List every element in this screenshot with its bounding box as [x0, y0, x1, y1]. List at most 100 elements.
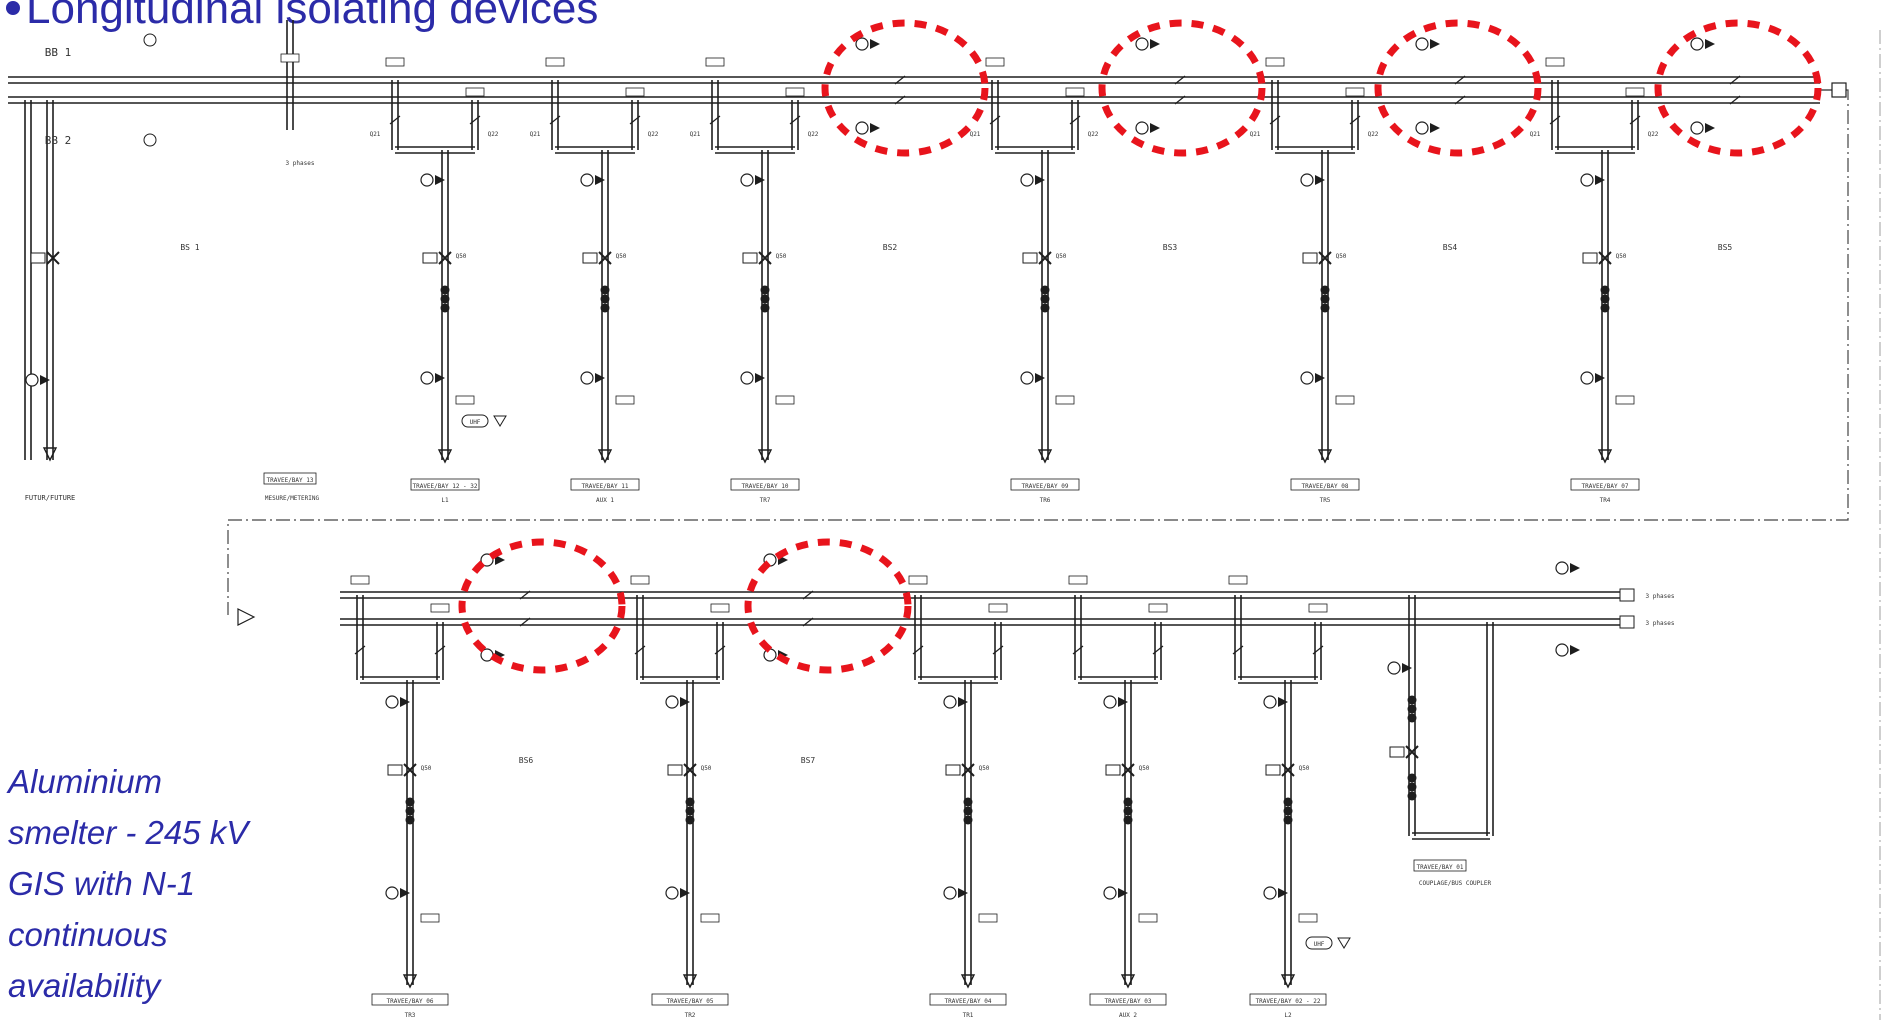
circuit-breaker-icon: [758, 251, 772, 265]
current-transformer-icon: [1040, 285, 1050, 295]
bay-label-box: [1010, 478, 1080, 491]
earth-switch-icon: [1705, 39, 1715, 49]
disconnector-icon: [1549, 115, 1561, 125]
earth-switch-icon: [943, 695, 957, 709]
device-tag: [625, 87, 645, 97]
disconnector-icon: [992, 645, 1004, 655]
bay-label: TRAVEE/BAY 12 - 32: [412, 483, 477, 490]
current-transformer-icon: [1283, 806, 1293, 816]
disconnector-icon: [434, 645, 446, 655]
current-transformer-icon: [1123, 806, 1133, 816]
future-label: FUTUR/FUTURE: [25, 494, 76, 502]
cable-end-icon: [1597, 449, 1613, 464]
section-label: BS3: [1163, 243, 1178, 252]
earth-switch-icon: [1118, 888, 1128, 898]
earth-switch-icon: [1278, 697, 1288, 707]
earth-switch-icon: [740, 173, 754, 187]
device-tag: [1582, 252, 1598, 264]
earth-switch-icon: [870, 123, 880, 133]
diagram-wires: [8, 20, 1881, 1020]
device-tag: [1265, 764, 1281, 776]
current-transformer-icon: [1407, 713, 1417, 723]
bay-label-box: [1249, 993, 1327, 1006]
bay-label-box: [1570, 478, 1640, 491]
device-label: Q50: [456, 253, 467, 260]
section-label: BS 1: [180, 243, 199, 252]
highlight-circles: [458, 19, 1822, 674]
device-tag: [1148, 603, 1168, 613]
cable-end-icon: [1037, 449, 1053, 464]
current-transformer-icon: [600, 285, 610, 295]
earth-switch-icon: [1300, 371, 1314, 385]
current-transformer-icon: [405, 815, 415, 825]
bay-label-box: [730, 478, 800, 491]
current-transformer-icon: [440, 303, 450, 313]
bay-name: TR2: [685, 1012, 696, 1019]
device-tag: [1335, 395, 1355, 405]
disconnector-icon: [714, 645, 726, 655]
busbar-end-icon: [1619, 588, 1635, 602]
bay-label-box: [371, 993, 449, 1006]
current-transformer-icon: [685, 797, 695, 807]
cable-end-icon: [1280, 974, 1296, 989]
cable-end-icon: [1120, 974, 1136, 989]
busbar-continuation-arrow-icon: [237, 608, 256, 626]
earth-switch-icon: [665, 695, 679, 709]
current-transformer-icon: [1407, 791, 1417, 801]
device-tag: [667, 764, 683, 776]
earth-switch-icon: [1020, 173, 1034, 187]
earth-switch-icon: [1035, 175, 1045, 185]
bay-label: TRAVEE/BAY 06: [387, 998, 434, 1005]
device-tag: [387, 764, 403, 776]
cable-end-icon: [402, 974, 418, 989]
earth-switch-icon: [400, 888, 410, 898]
device-tag: [1055, 395, 1075, 405]
current-transformer-icon: [685, 815, 695, 825]
section-label: BS2: [883, 243, 898, 252]
disconnector-icon: [549, 115, 561, 125]
disconnector-icon: [789, 115, 801, 125]
device-tag: [630, 575, 650, 585]
device-tag: [742, 252, 758, 264]
earth-switch-icon: [480, 553, 494, 567]
earth-switch-icon: [1150, 39, 1160, 49]
bay-label: TRAVEE/BAY 03: [1105, 998, 1152, 1005]
earth-switch-icon: [1135, 37, 1149, 51]
disconnector-icon: [519, 590, 531, 600]
earth-switch-icon: [1595, 175, 1605, 185]
earth-switch-icon: [1135, 121, 1149, 135]
earth-switch-icon: [595, 175, 605, 185]
cable-end-icon: [682, 974, 698, 989]
bay-label-box: [1290, 478, 1360, 491]
circuit-breaker-icon: [1318, 251, 1332, 265]
earth-switch-icon: [1555, 643, 1569, 657]
disconnector-icon: [912, 645, 924, 655]
bay-name: AUX 2: [1119, 1012, 1137, 1019]
current-transformer-icon: [1040, 303, 1050, 313]
disconnector-icon: [354, 645, 366, 655]
earth-switch-icon: [420, 173, 434, 187]
current-transformer-icon: [1123, 797, 1133, 807]
circuit-breaker-icon: [961, 763, 975, 777]
earth-switch-icon: [1150, 123, 1160, 133]
uhf-label: UHF: [1314, 941, 1325, 948]
earth-switch-icon: [680, 888, 690, 898]
device-tag: [1065, 87, 1085, 97]
earth-switch-icon: [595, 373, 605, 383]
cable-end-icon: [1317, 449, 1333, 464]
device-tag: [1545, 57, 1565, 67]
device-tag: [988, 603, 1008, 613]
caption-line: continuous: [8, 916, 168, 953]
triangle-icon: [1337, 937, 1351, 949]
bay-name: TR6: [1040, 497, 1051, 504]
earth-switch-icon: [435, 175, 445, 185]
current-transformer-icon: [1320, 294, 1330, 304]
device-tag: [1022, 252, 1038, 264]
section-label: BS5: [1718, 243, 1733, 252]
disconnector-icon: [989, 115, 1001, 125]
disconnector-icon: [802, 617, 814, 627]
device-label: Q50: [979, 765, 990, 772]
device-tag: [545, 57, 565, 67]
busbar-continuation: [227, 89, 1849, 615]
device-label: Q22: [808, 131, 819, 138]
